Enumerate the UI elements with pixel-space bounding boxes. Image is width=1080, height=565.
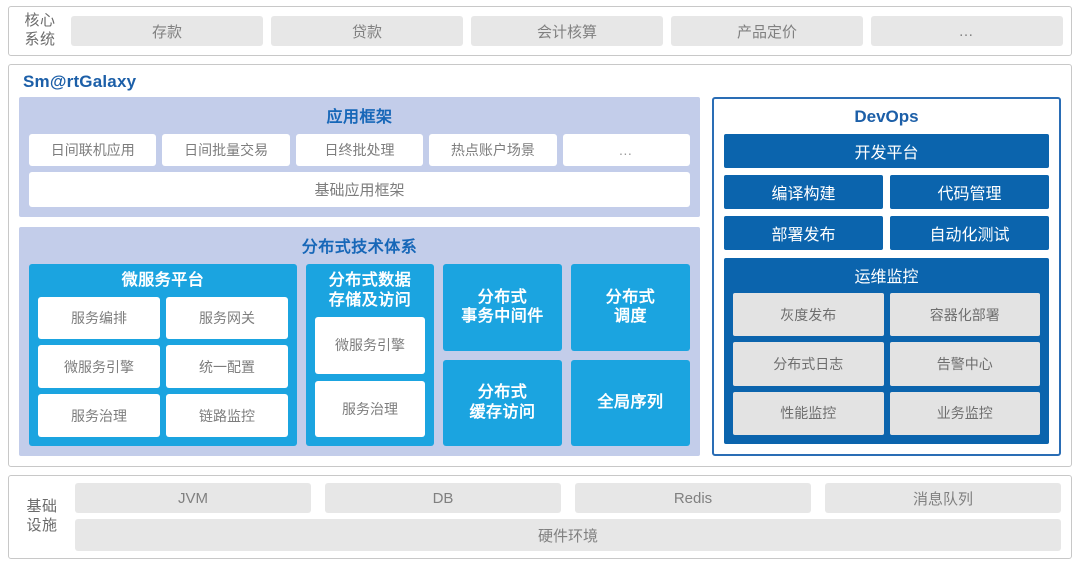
dds-item-engine[interactable]: 微服务引擎: [315, 317, 425, 374]
distributed-data-store-title-line1: 分布式数据: [328, 272, 412, 289]
ops-item-business-monitor[interactable]: 业务监控: [889, 391, 1040, 435]
devops-item-build[interactable]: 编译构建: [724, 175, 883, 209]
core-system-label-line1: 核心: [24, 12, 56, 30]
core-system-item-deposit[interactable]: 存款: [71, 16, 263, 46]
msp-item-tracing[interactable]: 链路监控: [166, 394, 288, 437]
devops-item-auto-test[interactable]: 自动化测试: [890, 216, 1049, 250]
dtm-title-line1: 分布式: [477, 288, 528, 306]
ops-item-gray-release[interactable]: 灰度发布: [733, 293, 884, 337]
distributed-scheduling-title: 分布式 调度: [606, 288, 656, 327]
distributed-tech-column-3: 分布式 事务中间件 分布式 缓存访问: [443, 264, 562, 446]
ds-title-line1: 分布式: [605, 288, 656, 306]
distributed-cache-access-card[interactable]: 分布式 缓存访问: [443, 359, 562, 446]
ops-item-alert-center[interactable]: 告警中心: [889, 342, 1040, 386]
smartgalaxy-body: 应用框架 日间联机应用 日间批量交易 日终批处理 热点账户场景 … 基础应用框架…: [19, 97, 1061, 456]
distributed-tech-columns: 微服务平台 服务编排 服务网关 微服务引擎 统一配置 服务治理 链路监控: [29, 264, 690, 446]
msp-item-orchestration[interactable]: 服务编排: [38, 296, 160, 340]
global-sequence-title: 全局序列: [597, 393, 663, 413]
microservice-platform-items: 服务编排 服务网关 微服务引擎 统一配置 服务治理 链路监控: [38, 296, 288, 437]
devops-section: DevOps 开发平台 编译构建 代码管理 部署发布 自动化测试 运维监控 灰度…: [712, 97, 1061, 456]
app-item-hot-account[interactable]: 热点账户场景: [429, 134, 557, 166]
ops-monitor-items: 灰度发布 容器化部署 分布式日志 告警中心 性能监控 业务监控: [733, 293, 1040, 435]
ops-monitor-title: 运维监控: [854, 269, 919, 286]
application-framework-title: 应用框架: [326, 109, 393, 126]
core-system-section: 核心 系统 存款 贷款 会计核算 产品定价 …: [8, 6, 1072, 56]
infra-item-redis[interactable]: Redis: [575, 483, 811, 513]
infrastructure-content: JVM DB Redis 消息队列 硬件环境: [75, 483, 1061, 551]
infrastructure-label: 基础 设施: [19, 498, 65, 536]
infra-item-hardware-environment[interactable]: 硬件环境: [75, 519, 1061, 551]
smartgalaxy-right-column: DevOps 开发平台 编译构建 代码管理 部署发布 自动化测试 运维监控 灰度…: [712, 97, 1061, 456]
distributed-data-store-items: 微服务引擎 服务治理: [315, 317, 425, 437]
core-system-item-loan[interactable]: 贷款: [271, 16, 463, 46]
ds-title-line2: 调度: [613, 308, 647, 326]
app-item-eod-batch[interactable]: 日终批处理: [295, 134, 424, 166]
ops-monitor-group: 运维监控 灰度发布 容器化部署 分布式日志 告警中心 性能监控 业务监控: [724, 258, 1049, 444]
microservice-platform-card[interactable]: 微服务平台 服务编排 服务网关 微服务引擎 统一配置 服务治理 链路监控: [29, 264, 297, 446]
infra-item-message-queue[interactable]: 消息队列: [825, 483, 1061, 513]
microservice-platform-title: 微服务平台: [121, 272, 205, 289]
gs-title-line1: 全局序列: [597, 393, 664, 411]
app-item-online[interactable]: 日间联机应用: [29, 134, 157, 166]
distributed-cache-access-title: 分布式 缓存访问: [469, 383, 535, 422]
smartgalaxy-section: Sm@rtGalaxy 应用框架 日间联机应用 日间批量交易 日终批处理 热点账…: [8, 64, 1072, 467]
ops-item-containerized-deploy[interactable]: 容器化部署: [889, 293, 1040, 337]
devops-item-deploy[interactable]: 部署发布: [724, 216, 883, 250]
msp-item-engine[interactable]: 微服务引擎: [38, 345, 160, 389]
infra-item-db[interactable]: DB: [325, 483, 561, 513]
app-item-batch-trade[interactable]: 日间批量交易: [162, 134, 290, 166]
infrastructure-label-line1: 基础: [26, 498, 58, 516]
msp-item-governance[interactable]: 服务治理: [38, 394, 160, 437]
application-framework-group: 应用框架 日间联机应用 日间批量交易 日终批处理 热点账户场景 … 基础应用框架: [19, 97, 700, 217]
ops-item-performance-monitor[interactable]: 性能监控: [733, 391, 884, 435]
devops-title: DevOps: [854, 107, 919, 126]
distributed-transaction-middleware-title: 分布式 事务中间件: [461, 288, 544, 327]
distributed-data-store-card[interactable]: 分布式数据 存储及访问 微服务引擎 服务治理: [306, 264, 434, 446]
global-sequence-card[interactable]: 全局序列: [571, 359, 690, 446]
dtm-title-line2: 事务中间件: [461, 308, 544, 326]
infrastructure-items: JVM DB Redis 消息队列: [75, 483, 1061, 513]
distributed-data-store-title: 分布式数据 存储及访问: [315, 271, 425, 310]
core-system-label: 核心 系统: [17, 12, 63, 50]
smartgalaxy-left-column: 应用框架 日间联机应用 日间批量交易 日终批处理 热点账户场景 … 基础应用框架…: [19, 97, 700, 456]
distributed-data-store-title-line2: 存储及访问: [328, 291, 412, 309]
dds-item-governance[interactable]: 服务治理: [315, 380, 425, 437]
distributed-tech-column-4: 分布式 调度 全局序列: [571, 264, 690, 446]
ops-item-distributed-log[interactable]: 分布式日志: [733, 342, 884, 386]
base-application-framework[interactable]: 基础应用框架: [29, 172, 690, 207]
infrastructure-section: 基础 设施 JVM DB Redis 消息队列 硬件环境: [8, 475, 1072, 559]
distributed-tech-group: 分布式技术体系 微服务平台 服务编排 服务网关 微服务引擎 统一配置 服务治理: [19, 227, 700, 456]
distributed-scheduling-card[interactable]: 分布式 调度: [571, 264, 690, 351]
infra-item-jvm[interactable]: JVM: [75, 483, 311, 513]
core-system-item-pricing[interactable]: 产品定价: [671, 16, 863, 46]
msp-item-gateway[interactable]: 服务网关: [166, 296, 288, 340]
devops-item-code-management[interactable]: 代码管理: [890, 175, 1049, 209]
core-system-label-line2: 系统: [24, 31, 56, 48]
infrastructure-label-line2: 设施: [26, 517, 58, 534]
devops-dev-platform[interactable]: 开发平台: [724, 134, 1049, 168]
smartgalaxy-title: Sm@rtGalaxy: [23, 72, 137, 91]
dca-title-line2: 缓存访问: [469, 403, 536, 421]
distributed-tech-title: 分布式技术体系: [301, 239, 418, 256]
msp-item-config[interactable]: 统一配置: [166, 345, 288, 389]
devops-items: 编译构建 代码管理 部署发布 自动化测试: [724, 175, 1049, 250]
application-framework-items: 日间联机应用 日间批量交易 日终批处理 热点账户场景 …: [29, 134, 691, 166]
distributed-transaction-middleware-card[interactable]: 分布式 事务中间件: [443, 264, 562, 351]
core-system-item-accounting[interactable]: 会计核算: [471, 16, 663, 46]
core-system-item-more[interactable]: …: [871, 16, 1063, 46]
app-item-more[interactable]: …: [562, 134, 691, 166]
dca-title-line1: 分布式: [477, 384, 528, 402]
